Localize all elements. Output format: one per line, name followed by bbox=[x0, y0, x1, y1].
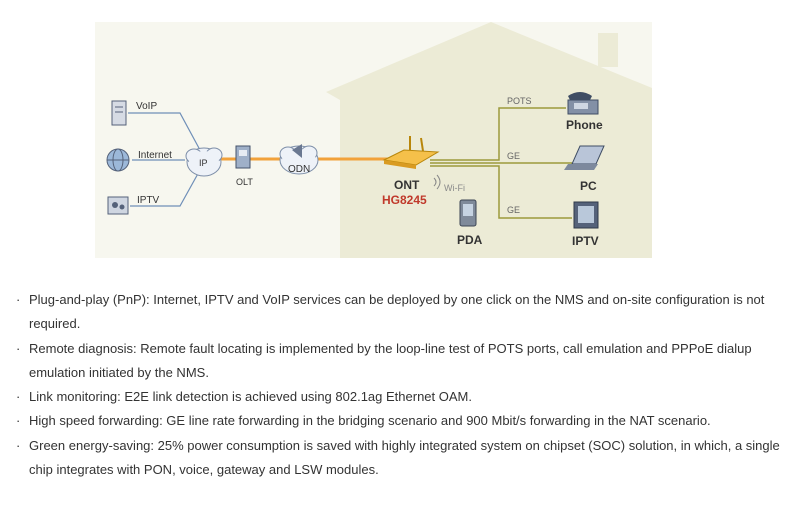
bullet-marker: · bbox=[16, 340, 21, 356]
iptv-left-label: IPTV bbox=[137, 195, 160, 206]
feature-text: Green energy-saving: 25% power consumpti… bbox=[29, 437, 780, 478]
bullet-marker: · bbox=[16, 389, 21, 405]
feature-list: · Plug-and-play (PnP): Internet, IPTV and… bbox=[16, 288, 786, 482]
ge-line-label-iptv: GE bbox=[507, 205, 520, 215]
house-shape bbox=[326, 22, 652, 258]
right-connectors bbox=[430, 107, 572, 219]
ip-cloud-icon bbox=[185, 147, 223, 177]
olt-label: OLT bbox=[236, 177, 253, 187]
phone-icon bbox=[567, 92, 599, 115]
left-connectors bbox=[128, 112, 201, 207]
pda-label: PDA bbox=[457, 233, 483, 247]
iptv-right-label: IPTV bbox=[572, 234, 599, 248]
ont-model-label: HG8245 bbox=[382, 193, 427, 207]
odn-label: ODN bbox=[288, 164, 310, 175]
feature-item: · Plug-and-play (PnP): Internet, IPTV and… bbox=[16, 288, 786, 337]
network-diagram: VoIP Internet IPTV IP OLT ODN bbox=[95, 22, 652, 258]
ont-label: ONT bbox=[394, 178, 420, 192]
ont-router-icon bbox=[382, 136, 440, 169]
pc-laptop-icon bbox=[564, 145, 605, 170]
feature-item: · High speed forwarding: GE line rate for… bbox=[16, 409, 786, 433]
wifi-label: Wi-Fi bbox=[444, 183, 465, 193]
feature-text: Link monitoring: E2E link detection is a… bbox=[29, 389, 472, 405]
pda-device-icon bbox=[459, 199, 477, 227]
bullet-marker: · bbox=[16, 413, 21, 429]
bullet-marker: · bbox=[16, 437, 21, 453]
feature-item: · Green energy-saving: 25% power consumpt… bbox=[16, 434, 786, 483]
feature-text: High speed forwarding: GE line rate forw… bbox=[29, 413, 711, 429]
feature-item: · Remote diagnosis: Remote fault locating… bbox=[16, 337, 786, 386]
iptv-tv-icon bbox=[573, 201, 599, 229]
internet-label: Internet bbox=[138, 150, 172, 161]
house-chimney bbox=[598, 33, 618, 67]
feature-text: Plug-and-play (PnP): Internet, IPTV and … bbox=[29, 292, 765, 332]
pc-label: PC bbox=[580, 179, 597, 193]
pots-line-label: POTS bbox=[507, 96, 532, 106]
odn-cloud-icon bbox=[279, 144, 319, 175]
voip-label: VoIP bbox=[136, 101, 157, 112]
wifi-signal-icon bbox=[433, 174, 441, 190]
feature-text: Remote diagnosis: Remote fault locating … bbox=[29, 340, 752, 380]
iptv-source-icon bbox=[107, 196, 129, 215]
internet-globe-icon bbox=[106, 148, 130, 172]
ip-cloud-label: IP bbox=[199, 158, 208, 168]
phone-label: Phone bbox=[566, 118, 603, 132]
ge-line-label-pc: GE bbox=[507, 151, 520, 161]
bullet-marker: · bbox=[16, 292, 21, 307]
feature-item: · Link monitoring: E2E link detection is … bbox=[16, 385, 786, 409]
voip-server-icon bbox=[111, 100, 127, 126]
olt-device-icon bbox=[235, 145, 251, 169]
